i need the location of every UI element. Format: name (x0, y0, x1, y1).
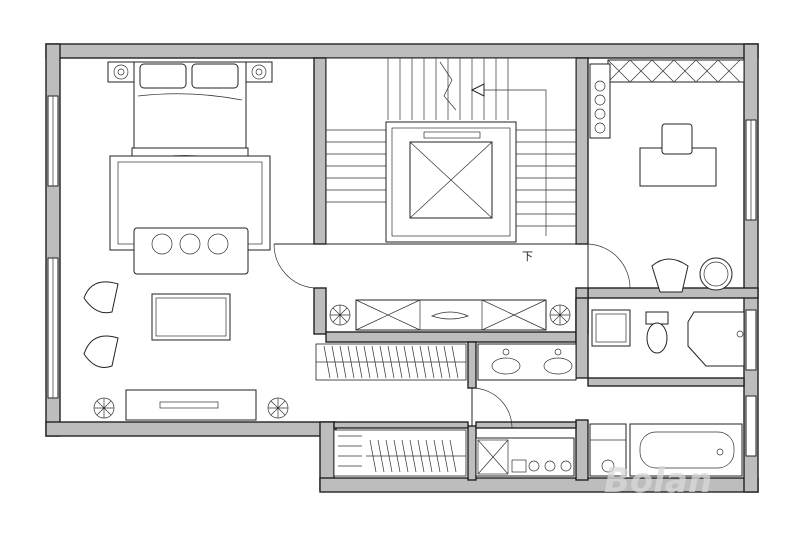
watermark: Bolan (604, 461, 712, 501)
bedroom-door[interactable] (273, 243, 315, 289)
study-shelf (589, 63, 611, 139)
elevator-shaft (385, 121, 517, 243)
corridor-door[interactable] (587, 243, 631, 289)
closet-rail-lower (333, 429, 467, 477)
sofa-bench (133, 227, 249, 275)
study-cabinet (607, 59, 745, 83)
coffee-table (151, 293, 231, 341)
lower-bath-vanity (589, 423, 627, 477)
window-right-study (745, 119, 757, 221)
bath-cabinet (591, 309, 631, 347)
study-armchair (651, 258, 689, 293)
bathtub (629, 423, 743, 477)
window-left-lower (47, 257, 59, 399)
window-left-upper (47, 95, 59, 187)
stair-down-label: 下 (522, 250, 533, 263)
toilet (645, 311, 669, 354)
plant-icon (267, 397, 289, 419)
study-desk (639, 123, 717, 187)
shower-enclosure (687, 311, 745, 367)
closet-door[interactable] (471, 387, 513, 429)
corridor-console (355, 299, 547, 331)
closet-rail-upper (315, 343, 467, 381)
armchair-upper (83, 281, 119, 314)
laundry-counter (475, 437, 575, 477)
window-right-bath (745, 309, 757, 457)
nightstand-right (245, 61, 273, 83)
tv-cabinet (125, 389, 257, 421)
plant-icon (549, 304, 571, 326)
vanity-double-sink (477, 343, 577, 381)
plant-icon (329, 304, 351, 326)
plant-icon (93, 397, 115, 419)
armchair-lower (83, 335, 119, 368)
interior-walls (313, 57, 759, 481)
study-side-table (699, 257, 733, 291)
nightstand-left (107, 61, 135, 83)
